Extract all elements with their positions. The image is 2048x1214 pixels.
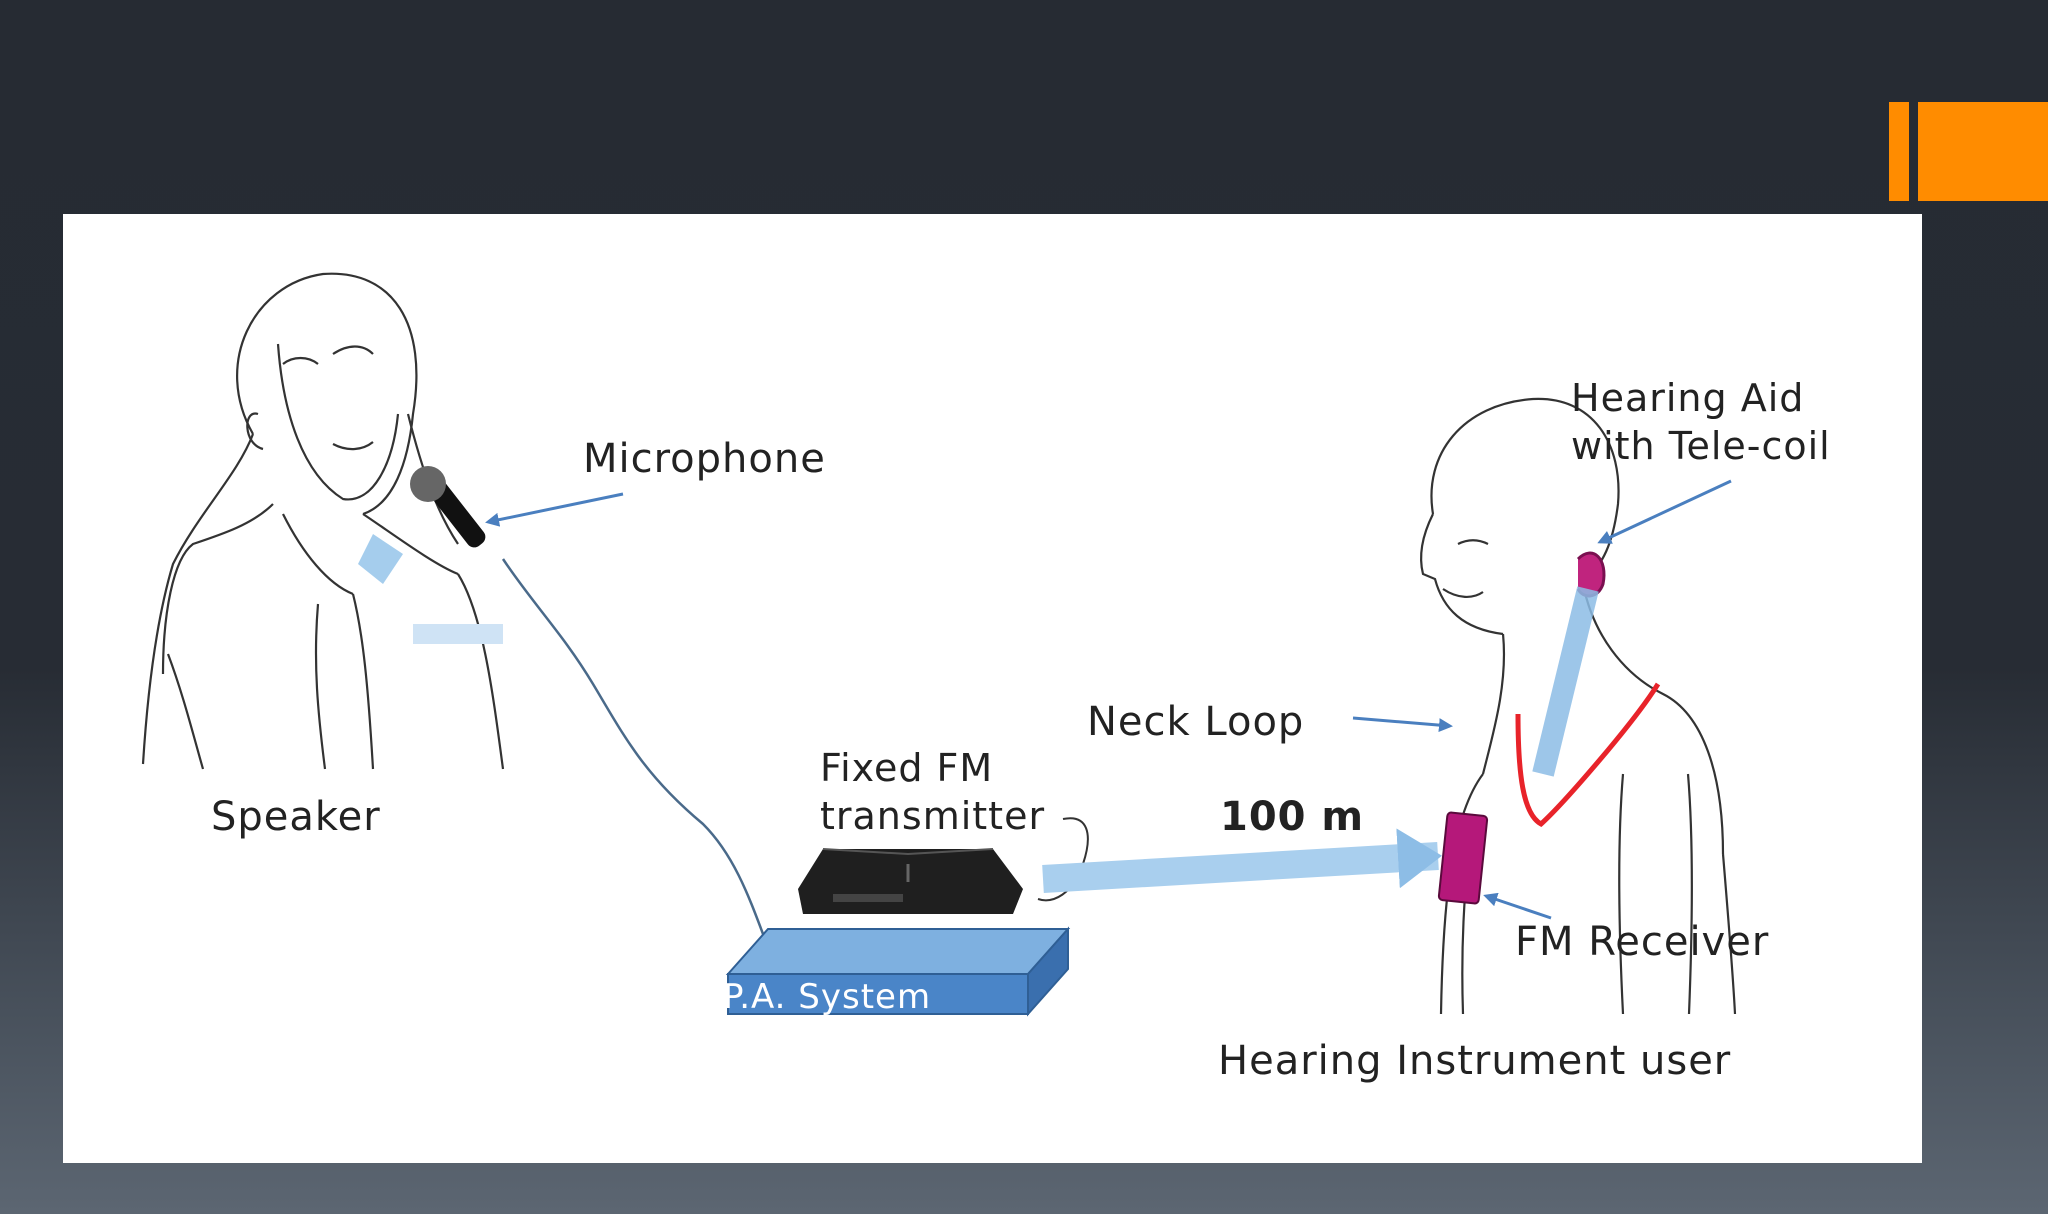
hearing-instrument-user-label: Hearing Instrument user	[1218, 1038, 1732, 1084]
neck-loop-cord	[1515, 682, 1661, 828]
loop-to-ear-beam	[1532, 586, 1599, 777]
speaker-figure	[141, 272, 505, 770]
microphone-arrow	[485, 492, 624, 527]
fm-receiver-icon	[1437, 811, 1489, 905]
fm-system-diagram	[141, 272, 1737, 1017]
distance-label: 100 m	[1220, 794, 1365, 840]
accent-bar-block	[1918, 102, 2048, 201]
hearing-aid-label: Hearing Aid with Tele-coil	[1571, 376, 1831, 468]
hearing-aid-arrow	[1597, 479, 1732, 544]
microphone-label: Microphone	[583, 436, 826, 482]
pa-system-label: P.A. System	[723, 977, 932, 1017]
microphone-cable	[501, 558, 765, 935]
neck-loop-label: Neck Loop	[1087, 699, 1305, 745]
neck-loop-arrow	[1352, 716, 1453, 733]
voice-beam	[413, 624, 503, 644]
pa-system-box	[725, 926, 1071, 1017]
speaker-label: Speaker	[211, 794, 381, 840]
fm-receiver-label: FM Receiver	[1515, 919, 1770, 965]
microphone-icon	[410, 466, 486, 548]
accent-bar-thin	[1889, 102, 1909, 201]
fm-receiver-arrow	[1483, 892, 1552, 920]
fm-transmitter-icon	[798, 848, 1023, 914]
fm-signal-beam	[1042, 828, 1442, 893]
voice-wave	[358, 534, 403, 584]
diagram-panel: Microphone Speaker Fixed FM transmitter …	[63, 214, 1922, 1163]
fixed-fm-transmitter-label: Fixed FM transmitter	[820, 746, 1046, 838]
